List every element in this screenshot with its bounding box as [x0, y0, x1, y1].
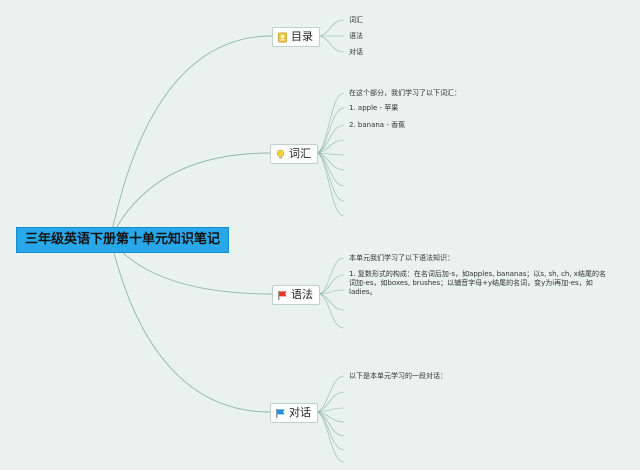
connector-dialogue-leaf-7 [315, 411, 345, 463]
connector-contents-leaf-1 [317, 19, 345, 37]
leaf-vocabulary-1[interactable]: 在这个部分，我们学习了以下词汇： [349, 89, 461, 97]
connector-dialogue-leaf-3 [315, 407, 345, 413]
connector-dialogue-leaf-1 [315, 375, 345, 413]
connector-dialogue-leaf-2 [315, 391, 345, 413]
connector-vocabulary-leaf-1 [315, 92, 345, 154]
leaf-connectors [315, 19, 345, 463]
connector-grammar-leaf-2 [317, 274, 345, 295]
connector-grammar-leaf-1 [317, 257, 345, 295]
main-connectors [109, 35, 273, 413]
leaf-vocabulary-2[interactable]: 1. apple - 苹果 [349, 104, 399, 112]
leaf-vocabulary-3[interactable]: 2. banana - 香蕉 [349, 121, 406, 129]
leaf-grammar-2[interactable]: 1. 复数形式的构成：在名词后加-s，如apples, bananas；以s, … [349, 270, 606, 296]
leaf-grammar-1[interactable]: 本单元我们学习了以下语法知识： [349, 254, 454, 262]
connector-vocabulary-leaf-2 [315, 107, 345, 154]
root-topic-label: 三年级英语下册第十单元知识笔记 [25, 232, 221, 247]
connector-contents-leaf-3 [317, 35, 345, 53]
document-icon [278, 32, 287, 42]
leaf-contents-2[interactable]: 语法 [349, 32, 363, 40]
branch-dialogue-label: 对话 [289, 406, 311, 419]
connector-grammar-leaf-3 [317, 289, 345, 295]
connector-grammar-leaf-5 [317, 293, 345, 329]
connector-grammar-leaf-4 [317, 293, 345, 311]
branch-grammar[interactable]: 语法 [272, 285, 320, 305]
leaf-contents-1[interactable]: 词汇 [349, 16, 363, 24]
lightbulb-icon [276, 149, 285, 159]
branch-contents-label: 目录 [291, 30, 313, 43]
leaf-dialogue-1[interactable]: 以下是本单元学习的一段对话： [349, 372, 447, 380]
branch-dialogue[interactable]: 对话 [270, 403, 318, 423]
root-topic[interactable]: 三年级英语下册第十单元知识笔记 [16, 227, 230, 253]
connector-root-contents [109, 35, 273, 240]
branch-grammar-label: 语法 [291, 288, 313, 301]
branch-vocabulary-label: 词汇 [289, 147, 311, 160]
connector-vocabulary-leaf-4 [315, 139, 345, 154]
leaf-contents-3[interactable]: 对话 [349, 48, 363, 56]
red-flag-icon [278, 290, 287, 300]
branch-contents[interactable]: 目录 [272, 27, 320, 47]
connector-vocabulary-leaf-8 [315, 152, 345, 202]
connector-vocabulary-leaf-9 [315, 152, 345, 217]
blue-flag-icon [276, 408, 285, 418]
branch-vocabulary[interactable]: 词汇 [270, 144, 318, 164]
connector-root-dialogue [109, 238, 271, 413]
connector-vocabulary-leaf-3 [315, 124, 345, 154]
